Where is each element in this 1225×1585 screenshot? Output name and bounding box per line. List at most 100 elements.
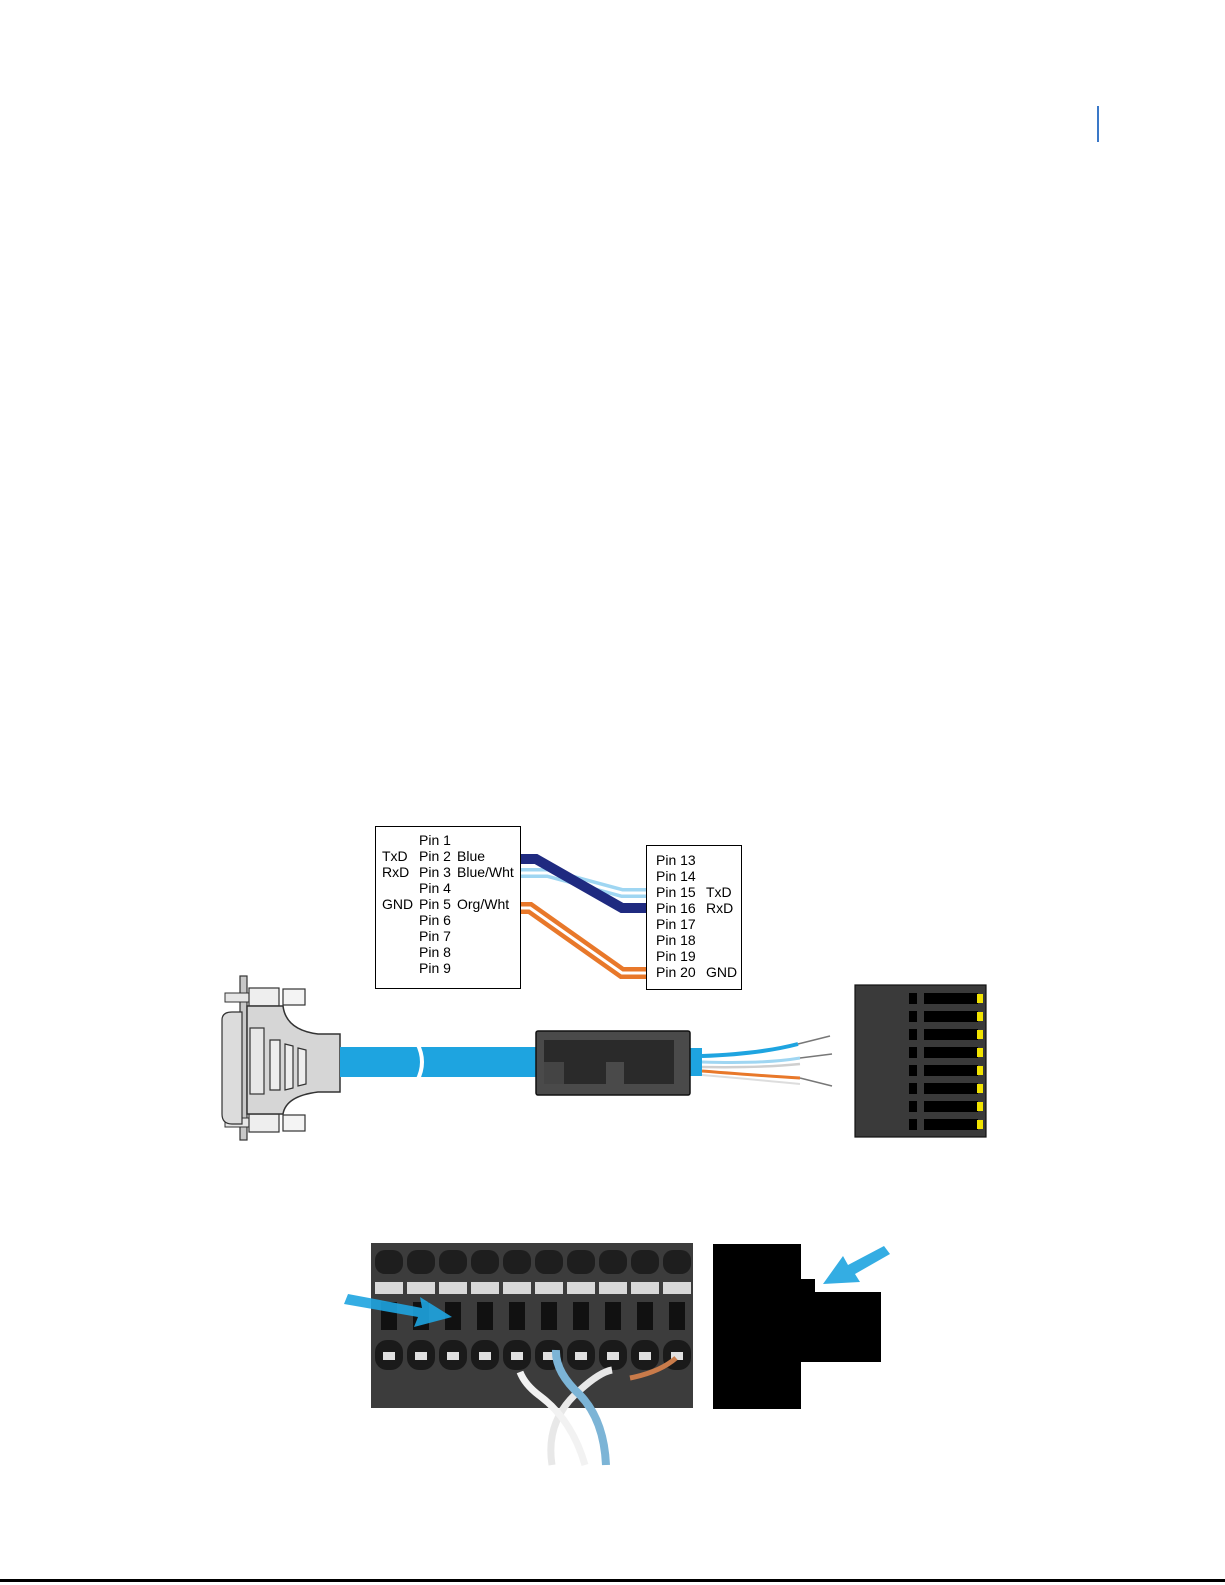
terminal-slot (909, 1011, 917, 1022)
photo-highlight (639, 1352, 651, 1360)
db9-wire-color-label: Blue (457, 848, 485, 864)
db9-wire-color-label: Blue/Wht (457, 864, 514, 880)
terminal-pin-label: Pin 15 (656, 884, 696, 900)
photo-clamp-slot (407, 1282, 435, 1294)
profile-arrow-icon (823, 1246, 890, 1284)
photo-release-slot (573, 1302, 589, 1330)
db9-pin-row: Pin 7 (376, 928, 522, 944)
db9-signal-label: RxD (382, 864, 409, 880)
stripped-wires (702, 1036, 832, 1086)
photo-clamp-slot (599, 1282, 627, 1294)
terminal-block-icon (855, 985, 986, 1137)
terminal-contact (924, 1065, 978, 1076)
terminal-pin-row: Pin 19 (647, 948, 743, 964)
db9-pin-label: Pin 1 (419, 832, 451, 848)
terminal-pin-label: Pin 19 (656, 948, 696, 964)
terminal-contact (924, 1119, 978, 1130)
photo-highlight (479, 1352, 491, 1360)
terminal-pin-marker (977, 1030, 983, 1039)
photo-highlight (511, 1352, 523, 1360)
terminal-pin-row: Pin 16 RxD (647, 900, 743, 916)
terminal-slot (909, 1101, 917, 1112)
terminal-contact (924, 1047, 978, 1058)
terminal-pin-marker (977, 1084, 983, 1093)
photo-highlight (447, 1352, 459, 1360)
photo-highlight (383, 1352, 395, 1360)
photo-screw-hole (471, 1250, 499, 1274)
terminal-contact (924, 1029, 978, 1040)
terminal-contact (924, 1011, 978, 1022)
photo-screw-hole (503, 1250, 531, 1274)
photo-screw-hole (407, 1250, 435, 1274)
wire-blue (518, 859, 646, 908)
terminal-pin-label: Pin 13 (656, 852, 696, 868)
terminal-pin-marker (977, 1120, 983, 1129)
db9-pin-row: Pin 9 (376, 960, 522, 976)
terminal-pin-marker (977, 1012, 983, 1021)
terminal-signal-label: RxD (706, 900, 733, 916)
terminal-pin-row: Pin 17 (647, 916, 743, 932)
terminal-pin-row: Pin 18 (647, 932, 743, 948)
pinout-wires (518, 859, 646, 973)
ferrite-core-icon (536, 1031, 690, 1095)
photo-screw-hole (535, 1250, 563, 1274)
terminal-signal-label: GND (706, 964, 737, 980)
terminal-pin-label: Pin 20 (656, 964, 696, 980)
db9-pin-label: Pin 7 (419, 928, 451, 944)
terminal-pin-label: Pin 17 (656, 916, 696, 932)
photo-screw-hole (375, 1250, 403, 1274)
photo-clamp-slot (663, 1282, 691, 1294)
photo-release-slot (541, 1302, 557, 1330)
photo-screw-hole (631, 1250, 659, 1274)
photo-clamp-slot (567, 1282, 595, 1294)
photo-highlight (607, 1352, 619, 1360)
terminal-contact (924, 993, 978, 1004)
terminal-block-photo (371, 1243, 693, 1465)
db9-pin-row: RxD Pin 3 Blue/Wht (376, 864, 522, 880)
photo-clamp-slot (535, 1282, 563, 1294)
terminal-pin-marker (977, 1102, 983, 1111)
terminal-pin-marker (977, 1066, 983, 1075)
page-bottom-rule (0, 1579, 1225, 1582)
photo-highlight (415, 1352, 427, 1360)
db9-connector-icon (222, 976, 340, 1140)
photo-release-slot (509, 1302, 525, 1330)
terminal-contact (924, 1101, 978, 1112)
db9-pin-label: Pin 6 (419, 912, 451, 928)
photo-screw-hole (663, 1250, 691, 1274)
db9-pin-label: Pin 5 (419, 896, 451, 912)
db9-pin-row: Pin 1 (376, 832, 522, 848)
db9-pin-label: Pin 4 (419, 880, 451, 896)
terminal-slot (909, 1047, 917, 1058)
photo-release-slot (669, 1302, 685, 1330)
terminal-slot (909, 1083, 917, 1094)
terminal-signal-label: TxD (706, 884, 732, 900)
photo-clamp-slot (631, 1282, 659, 1294)
photo-highlight (575, 1352, 587, 1360)
terminal-pin-row: Pin 20 GND (647, 964, 743, 980)
terminal-pin-label: Pin 16 (656, 900, 696, 916)
db9-pin-row: Pin 4 (376, 880, 522, 896)
db9-pin-label: Pin 3 (419, 864, 451, 880)
db9-pin-row: Pin 6 (376, 912, 522, 928)
db9-pin-label: Pin 9 (419, 960, 451, 976)
photo-release-slot (637, 1302, 653, 1330)
photo-release-slot (605, 1302, 621, 1330)
photo-screw-hole (599, 1250, 627, 1274)
photo-clamp-slot (471, 1282, 499, 1294)
terminal-pin-row: Pin 14 (647, 868, 743, 884)
terminal-slot (909, 1029, 917, 1040)
terminal-slot (909, 993, 917, 1004)
photo-screw-hole (439, 1250, 467, 1274)
photo-clamp-slot (439, 1282, 467, 1294)
db9-pin-label: Pin 8 (419, 944, 451, 960)
terminal-pin-row: Pin 15 TxD (647, 884, 743, 900)
terminal-slot (909, 1119, 917, 1130)
db9-signal-label: GND (382, 896, 413, 912)
photo-clamp-slot (503, 1282, 531, 1294)
